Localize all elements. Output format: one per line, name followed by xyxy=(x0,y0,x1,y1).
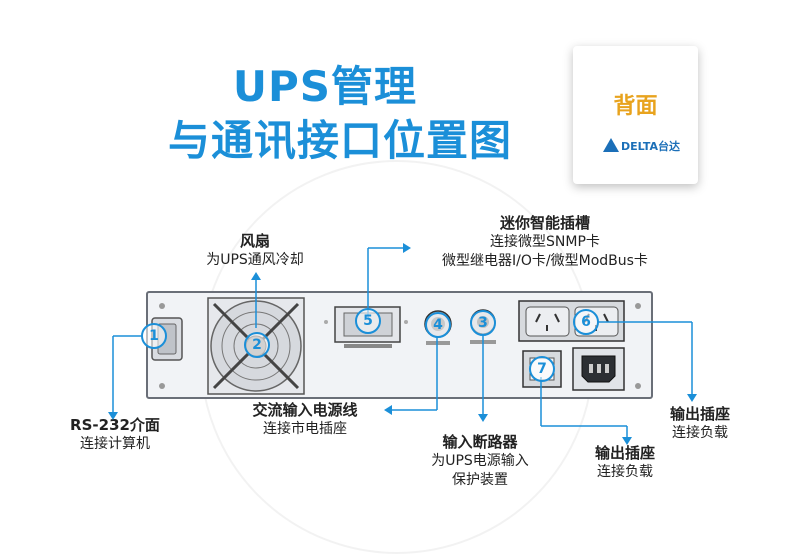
iec-outlet xyxy=(572,347,625,391)
callout-lines xyxy=(112,247,693,437)
label-outlet-b: 输出插座 连接负载 xyxy=(570,444,680,482)
label-outlet-a-title: 输出插座 xyxy=(669,405,730,423)
screw xyxy=(159,303,165,309)
marker-2: 2 xyxy=(244,332,270,358)
callout-arrowheads xyxy=(108,243,697,445)
label-outlet-b-title: 输出插座 xyxy=(594,444,655,462)
label-breaker-title: 输入断路器 xyxy=(442,433,518,451)
screw xyxy=(635,303,641,309)
label-fan-desc: 为UPS通风冷却 xyxy=(206,252,304,268)
label-outlet-b-desc: 连接负载 xyxy=(597,464,653,480)
page-title-line1: UPS管理 xyxy=(232,62,418,111)
label-ac-input-title: 交流输入电源线 xyxy=(252,401,358,419)
output-outlet-strip xyxy=(518,300,625,342)
marker-1: 1 xyxy=(141,323,167,349)
marker-4: 4 xyxy=(425,312,451,338)
badge-label: 背面 xyxy=(613,94,658,119)
marker-6: 6 xyxy=(573,309,599,335)
rear-view-badge: 背面 DELTA台达 xyxy=(573,46,698,184)
screw xyxy=(159,383,165,389)
screw xyxy=(404,320,408,324)
label-fan: 风扇 为UPS通风冷却 xyxy=(170,232,340,270)
label-breaker-desc2: 保护装置 xyxy=(452,472,508,488)
label-slot-desc1: 连接微型SNMP卡 xyxy=(490,234,600,250)
label-rs232: RS-232介面 连接计算机 xyxy=(40,416,190,454)
label-breaker: 输入断路器 为UPS电源输入 保护装置 xyxy=(405,433,555,490)
delta-triangle-icon xyxy=(603,138,619,152)
marker-5: 5 xyxy=(355,308,381,334)
screw xyxy=(324,320,328,324)
label-slot-desc2: 微型继电器I/O卡/微型ModBus卡 xyxy=(442,253,648,269)
label-rs232-title: RS-232介面 xyxy=(70,416,160,434)
label-breaker-desc1: 为UPS电源输入 xyxy=(431,453,529,469)
delta-logo: DELTA台达 xyxy=(593,136,683,156)
label-ac-input-desc: 连接市电插座 xyxy=(263,421,347,437)
screw xyxy=(635,383,641,389)
label-fan-title: 风扇 xyxy=(239,232,270,250)
label-outlet-a-desc: 连接负载 xyxy=(672,425,728,441)
label-rs232-desc: 连接计算机 xyxy=(80,436,150,452)
brand-text: DELTA台达 xyxy=(621,140,680,153)
marker-3: 3 xyxy=(470,310,496,336)
marker-7: 7 xyxy=(529,356,555,382)
label-outlet-a: 输出插座 连接负载 xyxy=(645,405,755,443)
label-slot: 迷你智能插槽 连接微型SNMP卡 微型继电器I/O卡/微型ModBus卡 xyxy=(400,214,690,271)
label-slot-title: 迷你智能插槽 xyxy=(499,214,590,232)
page-title-line2: 与通讯接口位置图 xyxy=(167,116,512,165)
label-ac-input: 交流输入电源线 连接市电插座 xyxy=(225,401,385,439)
